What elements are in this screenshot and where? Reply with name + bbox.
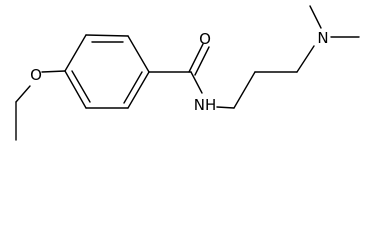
bond-ch2-1-ch2-2 xyxy=(233,71,256,109)
bond-ring-double-3 xyxy=(71,70,91,103)
bond-ethyl-ch2-o xyxy=(15,85,31,103)
bond-carbonyl-double-a xyxy=(188,43,204,73)
chemical-structure: O O NH N xyxy=(15,5,360,141)
bond-n-ch2-1 xyxy=(216,106,235,109)
bonds xyxy=(15,5,360,141)
bond-ring-6 xyxy=(64,70,87,109)
bond-carbonyl-double-b xyxy=(194,46,210,76)
bond-ring-3 xyxy=(127,35,150,73)
bond-carbonyl-n xyxy=(190,71,203,94)
bond-ring-double-2 xyxy=(123,71,143,104)
bond-ring-2 xyxy=(85,34,129,37)
bond-o-ring xyxy=(41,70,66,73)
ether-oxygen-label: O xyxy=(30,66,42,84)
amide-nitrogen-label: NH xyxy=(194,96,217,114)
bond-ring-1 xyxy=(64,34,87,72)
amine-nitrogen-label: N xyxy=(317,29,328,47)
bond-ch2-3-n xyxy=(296,45,315,73)
bond-ring-4 xyxy=(127,71,150,109)
carbonyl-oxygen-label: O xyxy=(199,30,211,48)
atom-labels: O O NH N xyxy=(30,29,329,114)
bond-n-methyl-up xyxy=(309,5,322,29)
